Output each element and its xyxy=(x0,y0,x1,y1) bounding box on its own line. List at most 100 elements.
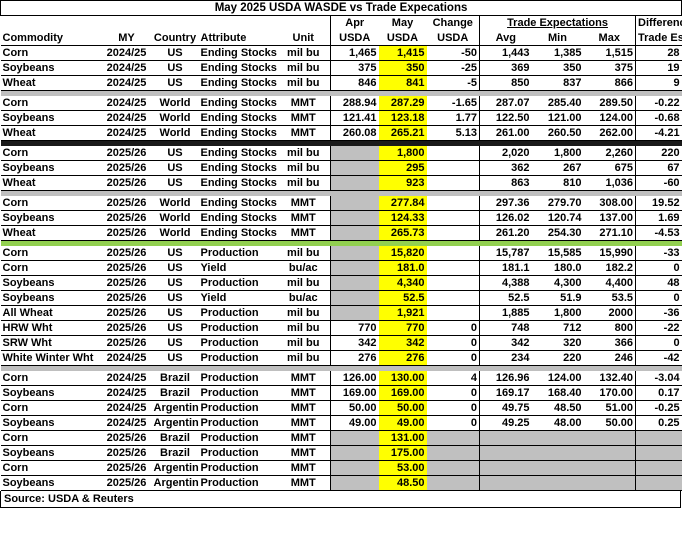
table-cell xyxy=(330,260,379,276)
table-cell xyxy=(330,245,379,261)
table-cell xyxy=(330,445,379,461)
table-cell: mil bu xyxy=(276,60,331,76)
table-cell: 262.00 xyxy=(583,125,636,141)
table-cell: US xyxy=(151,275,199,291)
table-cell: 4 xyxy=(426,370,480,386)
table-cell: Production xyxy=(198,370,277,386)
table-cell: mil bu xyxy=(276,305,331,321)
table-cell: Ending Stocks xyxy=(198,145,277,161)
table-cell: -25 xyxy=(426,60,480,76)
table-cell: 289.50 xyxy=(583,95,636,111)
table-cell: Wheat xyxy=(0,175,102,191)
table-cell xyxy=(330,475,379,491)
table-cell: Corn xyxy=(0,195,102,211)
header-cell: Attribute xyxy=(198,30,277,46)
table-cell: 19 xyxy=(635,60,682,76)
table-cell: 19.52 xyxy=(635,195,682,211)
table-cell: 1,921 xyxy=(378,305,427,321)
table-cell: -60 xyxy=(635,175,682,191)
table-cell: mil bu xyxy=(276,145,331,161)
table-cell: Production xyxy=(198,335,277,351)
table-cell xyxy=(330,430,379,446)
header-may: May xyxy=(391,17,414,30)
table-cell: 2025/26 xyxy=(101,160,152,176)
table-cell: Corn xyxy=(0,430,102,446)
table-cell: Soybeans xyxy=(0,160,102,176)
table-cell: All Wheat xyxy=(0,305,102,321)
table-cell: 169.00 xyxy=(330,385,379,401)
table-cell: 2024/25 xyxy=(101,385,152,401)
table-cell xyxy=(583,460,636,476)
table-cell xyxy=(479,445,532,461)
table-cell: 49.75 xyxy=(479,400,532,416)
table-cell: MMT xyxy=(276,475,331,491)
table-cell xyxy=(426,260,480,276)
table-cell: 1,443 xyxy=(479,45,532,61)
table-cell: Argentina xyxy=(151,460,199,476)
table-cell: 846 xyxy=(330,75,379,91)
table-cell: US xyxy=(151,160,199,176)
table-cell: 770 xyxy=(330,320,379,336)
table-cell: 2025/26 xyxy=(101,320,152,336)
table-cell: 130.00 xyxy=(378,370,427,386)
table-cell: 2025/26 xyxy=(101,475,152,491)
table-cell: US xyxy=(151,320,199,336)
table-cell: Soybeans xyxy=(0,415,102,431)
table-cell: US xyxy=(151,75,199,91)
table-cell: 126.02 xyxy=(479,210,532,226)
table-cell: 863 xyxy=(479,175,532,191)
table-cell: US xyxy=(151,260,199,276)
table-cell: 0 xyxy=(635,290,682,306)
table-cell: 4,340 xyxy=(378,275,427,291)
table-cell xyxy=(635,430,682,446)
table-cell: 770 xyxy=(378,320,427,336)
table-cell: 0 xyxy=(426,350,480,366)
table-cell: mil bu xyxy=(276,350,331,366)
table-cell: 2025/26 xyxy=(101,430,152,446)
table-cell: Ending Stocks xyxy=(198,195,277,211)
table-cell xyxy=(330,160,379,176)
table-cell xyxy=(330,195,379,211)
table-cell: MMT xyxy=(276,110,331,126)
table-cell: mil bu xyxy=(276,175,331,191)
table-cell: MMT xyxy=(276,195,331,211)
table-cell: 246 xyxy=(583,350,636,366)
wasde-comparison-table: May 2025 USDA WASDE vs Trade Expecations… xyxy=(0,0,683,491)
table-cell xyxy=(426,430,480,446)
table-cell xyxy=(330,175,379,191)
table-cell: Corn xyxy=(0,145,102,161)
table-cell: Corn xyxy=(0,45,102,61)
table-cell: 123.18 xyxy=(378,110,427,126)
table-row: Corn2024/25ArgentinaProductionMMT50.0050… xyxy=(0,400,682,416)
table-cell: 712 xyxy=(531,320,584,336)
table-cell: 52.5 xyxy=(479,290,532,306)
table-cell: 923 xyxy=(378,175,427,191)
table-cell: 2025/26 xyxy=(101,290,152,306)
table-cell: Production xyxy=(198,245,277,261)
table-cell: -1.65 xyxy=(426,95,480,111)
table-cell: 2025/26 xyxy=(101,245,152,261)
header-cell: USDA xyxy=(426,30,480,46)
table-cell: Yield xyxy=(198,290,277,306)
table-cell: 1.69 xyxy=(635,210,682,226)
table-cell xyxy=(531,430,584,446)
table-cell: World xyxy=(151,195,199,211)
table-cell: 51.00 xyxy=(583,400,636,416)
table-cell: -50 xyxy=(426,45,480,61)
table-cell: Production xyxy=(198,430,277,446)
group-separator xyxy=(0,90,682,96)
table-cell: 4,400 xyxy=(583,275,636,291)
table-cell: Production xyxy=(198,475,277,491)
group-separator xyxy=(0,140,682,146)
table-cell: mil bu xyxy=(276,275,331,291)
table-row: Soybeans2024/25ArgentinaProductionMMT49.… xyxy=(0,415,682,431)
table-cell: 265.73 xyxy=(378,225,427,241)
table-cell: 260.50 xyxy=(531,125,584,141)
